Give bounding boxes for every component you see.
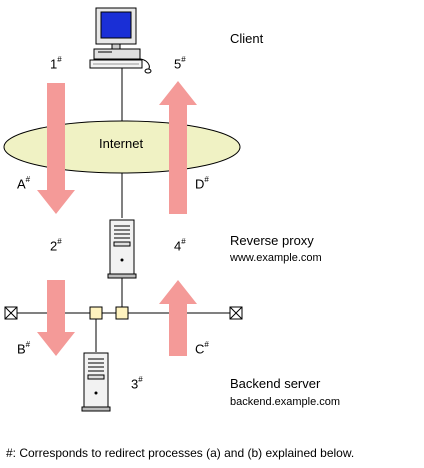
proxy-label: Reverse proxy: [230, 233, 314, 248]
step-d-label: D#: [195, 175, 209, 192]
network-terminator-icon: [4, 306, 18, 320]
arrow-response-proxy-to-client: [159, 81, 197, 214]
client-computer-icon: [89, 7, 152, 74]
network-terminator-icon: [229, 306, 243, 320]
step-2-label: 2#: [50, 237, 62, 254]
proxy-server-icon: [107, 219, 137, 279]
step-b-label: B#: [17, 340, 31, 357]
step-c-label: C#: [195, 340, 209, 357]
arrow-response-backend-to-proxy: [159, 280, 197, 356]
backend-host: backend.example.com: [230, 396, 341, 408]
bus-junction-backend: [89, 306, 103, 320]
bus-junction-proxy: [115, 306, 129, 320]
proxy-host: www.example.com: [230, 252, 322, 264]
client-label: Client: [230, 31, 264, 46]
step-5-label: 5#: [174, 55, 186, 72]
step-a-label: A#: [17, 175, 31, 192]
step-1-label: 1#: [50, 55, 62, 72]
arrow-request-client-to-proxy: [37, 83, 75, 214]
backend-label: Backend server: [230, 376, 321, 391]
footnote: #: Corresponds to redirect processes (a)…: [6, 446, 355, 460]
step-4-label: 4#: [174, 237, 186, 254]
backend-server-icon: [81, 352, 111, 412]
step-3-label: 3#: [131, 375, 143, 392]
internet-label: Internet: [99, 136, 144, 151]
arrow-request-proxy-to-backend: [37, 280, 75, 356]
